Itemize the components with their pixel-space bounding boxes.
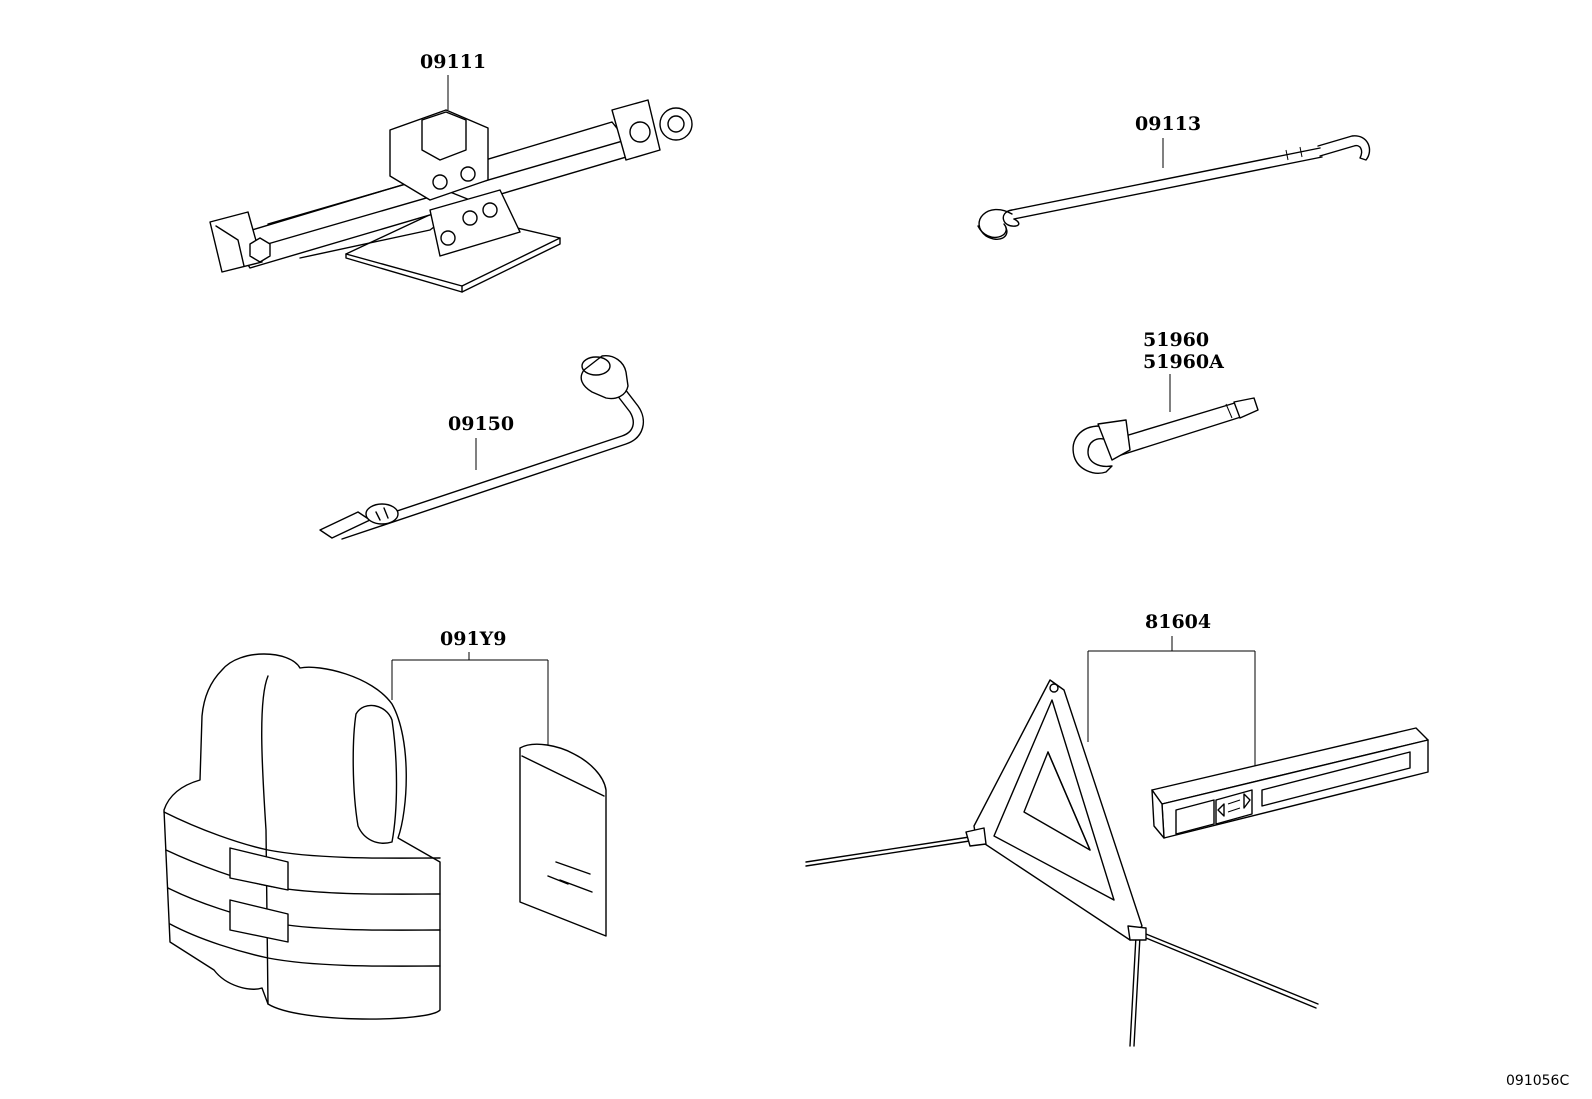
triangle-case-icon[interactable]	[1151, 727, 1429, 839]
part-label-lug-wrench[interactable]: 09150	[448, 413, 514, 435]
part-group-warning-triangle: 81604	[805, 611, 1429, 1047]
part-label-jack-handle[interactable]: 09113	[1135, 113, 1201, 135]
part-group-vest-kit: 091Y9	[163, 628, 607, 1020]
scissor-jack-icon[interactable]	[209, 99, 693, 293]
warning-triangle-icon[interactable]	[805, 679, 1319, 1047]
diagram-code: 091056C	[1506, 1073, 1569, 1089]
part-label-warning-triangle[interactable]: 81604	[1145, 611, 1211, 633]
part-group-towing-eye: 51960 51960A	[1072, 329, 1259, 474]
part-group-jack: 09111	[209, 51, 693, 293]
safety-vest-icon[interactable]	[163, 653, 441, 1020]
jack-handle-icon[interactable]	[977, 135, 1371, 240]
towing-eye-icon[interactable]	[1072, 397, 1259, 474]
vest-pouch-icon[interactable]	[519, 743, 607, 937]
part-label-vest-kit[interactable]: 091Y9	[440, 628, 506, 650]
part-label-towing-eye-alt[interactable]: 51960A	[1143, 351, 1224, 373]
part-label-jack[interactable]: 09111	[420, 51, 486, 73]
part-group-jack-handle: 09113	[977, 113, 1371, 240]
part-group-lug-wrench: 09150	[319, 355, 645, 540]
part-label-towing-eye[interactable]: 51960	[1143, 329, 1209, 351]
lug-wrench-icon[interactable]	[319, 355, 645, 540]
